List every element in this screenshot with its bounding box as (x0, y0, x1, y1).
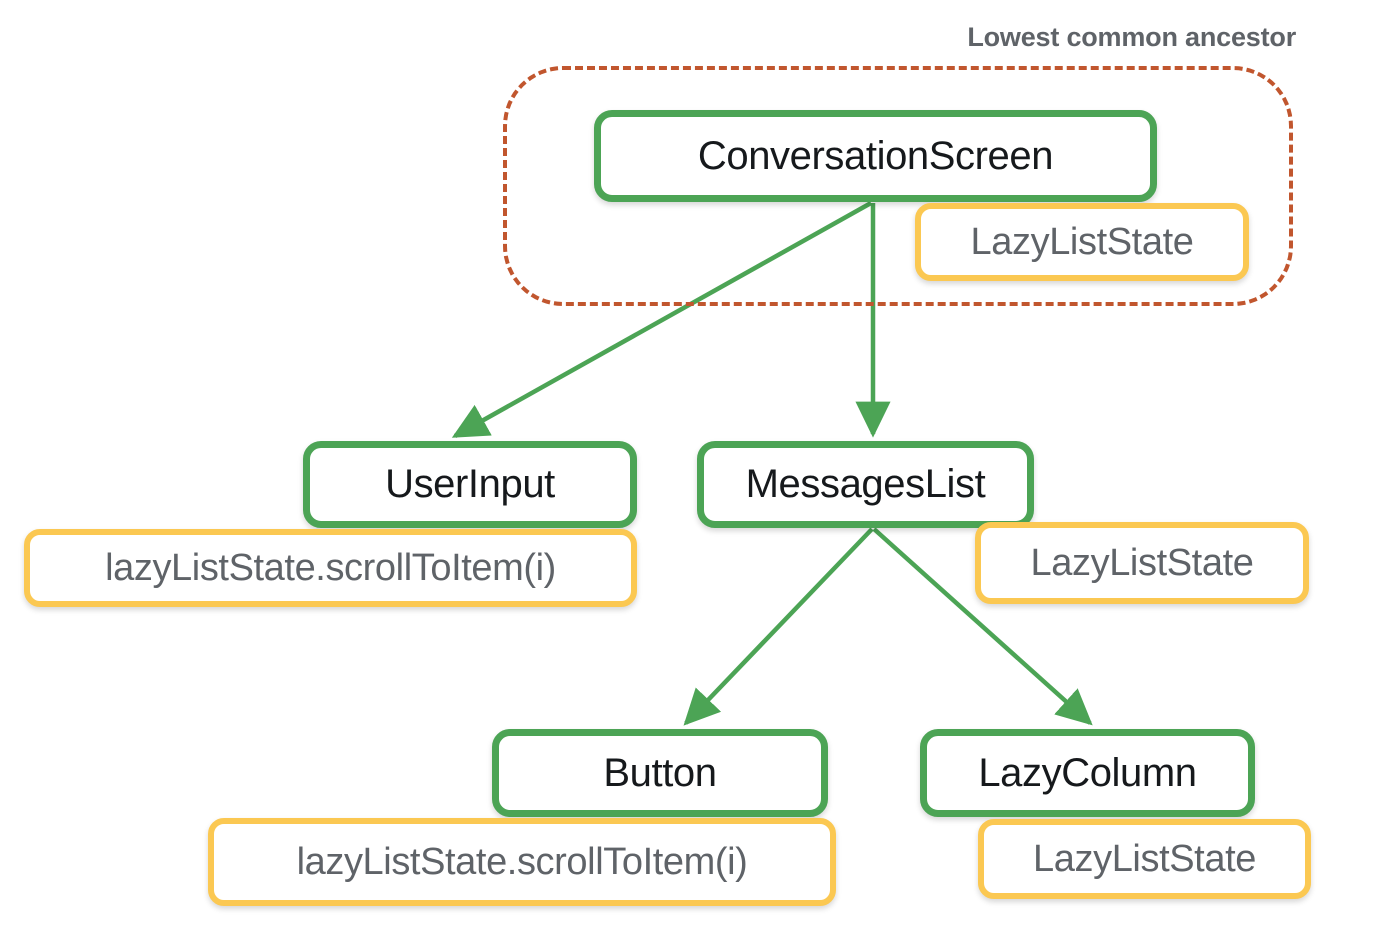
lowest-common-ancestor-region (503, 66, 1293, 306)
node-messageslist[interactable]: MessagesList (697, 441, 1034, 528)
node-userinput-label: UserInput (385, 462, 555, 506)
state-chip-lazycolumn[interactable]: LazyListState (978, 819, 1311, 899)
state-chip-messageslist-label: LazyListState (1030, 541, 1254, 584)
state-chip-messageslist[interactable]: LazyListState (975, 522, 1309, 604)
node-messageslist-label: MessagesList (745, 462, 986, 506)
state-chip-userinput[interactable]: lazyListState.scrollToItem(i) (24, 529, 637, 607)
state-chip-conversationscreen-label: LazyListState (970, 220, 1194, 263)
state-chip-button[interactable]: lazyListState.scrollToItem(i) (208, 818, 836, 906)
node-userinput[interactable]: UserInput (303, 441, 637, 528)
state-chip-button-label: lazyListState.scrollToItem(i) (296, 840, 748, 883)
node-lazycolumn[interactable]: LazyColumn (920, 729, 1255, 817)
state-chip-userinput-label: lazyListState.scrollToItem(i) (105, 546, 556, 589)
lowest-common-ancestor-label: Lowest common ancestor (967, 22, 1296, 52)
edge-messageslist-to-button (683, 527, 874, 726)
node-conversationscreen[interactable]: ConversationScreen (594, 110, 1157, 202)
node-button[interactable]: Button (492, 729, 828, 817)
state-chip-lazycolumn-label: LazyListState (1033, 837, 1256, 880)
node-button-label: Button (603, 750, 717, 795)
state-chip-conversationscreen[interactable]: LazyListState (915, 203, 1249, 281)
node-conversationscreen-label: ConversationScreen (697, 133, 1054, 178)
node-lazycolumn-label: LazyColumn (978, 750, 1197, 795)
